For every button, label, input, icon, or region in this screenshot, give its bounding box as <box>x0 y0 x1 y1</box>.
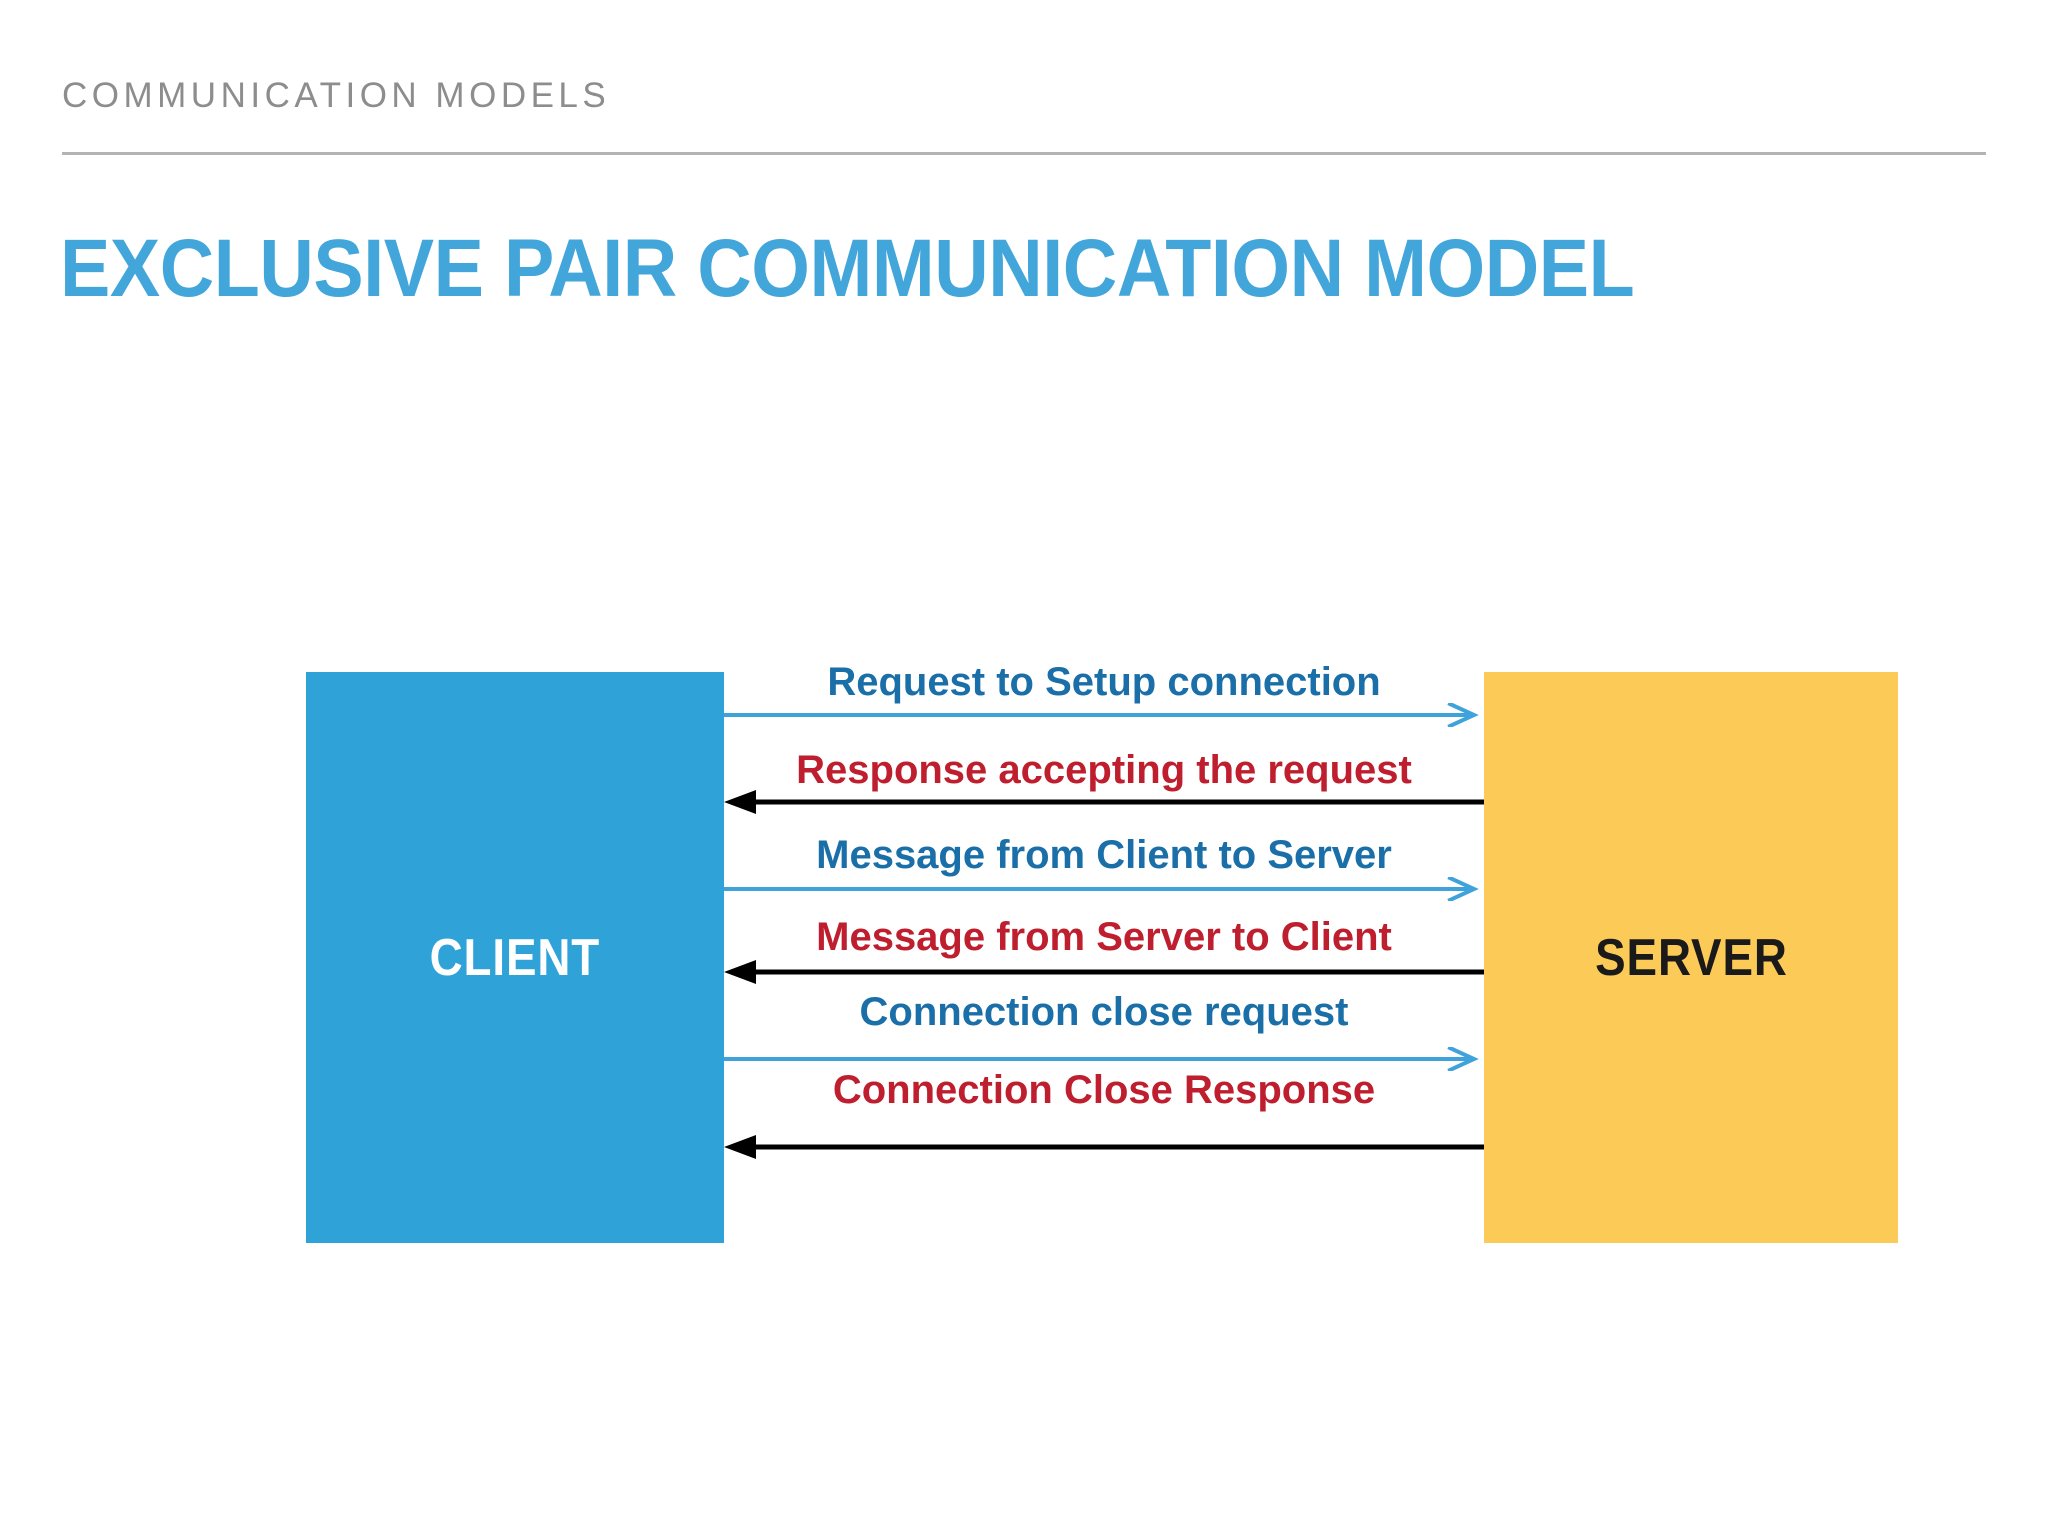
message-label-4: Message from Server to Client <box>724 917 1484 957</box>
server-node: SERVER <box>1484 672 1898 1243</box>
client-node-label: CLIENT <box>429 928 601 987</box>
message-label-6: Connection Close Response <box>724 1070 1484 1110</box>
arrow-left-black-6 <box>724 1135 1484 1159</box>
arrow-left-black-4 <box>724 960 1484 984</box>
message-label-3: Message from Client to Server <box>724 835 1484 875</box>
arrow-right-blue-5 <box>724 1047 1484 1071</box>
arrow-right-blue-3 <box>724 877 1484 901</box>
page-title: EXCLUSIVE PAIR COMMUNICATION MODEL <box>60 223 1635 314</box>
message-text-2: Response accepting the request <box>796 748 1412 792</box>
message-label-2: Response accepting the request <box>724 750 1484 790</box>
message-text-1: Request to Setup connection <box>827 660 1381 704</box>
message-text-4: Message from Server to Client <box>816 915 1392 959</box>
client-node: CLIENT <box>306 672 724 1243</box>
arrow-right-blue-1 <box>724 703 1484 727</box>
header-divider <box>62 152 1986 155</box>
message-text-5: Connection close request <box>859 990 1349 1034</box>
message-text-3: Message from Client to Server <box>816 833 1392 877</box>
eyebrow-heading: COMMUNICATION MODELS <box>62 76 611 115</box>
message-label-1: Request to Setup connection <box>724 662 1484 702</box>
message-text-6: Connection Close Response <box>832 1068 1376 1112</box>
message-label-5: Connection close request <box>724 992 1484 1032</box>
server-node-label: SERVER <box>1594 928 1788 987</box>
slide-header: COMMUNICATION MODELS <box>62 76 1986 155</box>
arrow-left-black-2 <box>724 790 1484 814</box>
